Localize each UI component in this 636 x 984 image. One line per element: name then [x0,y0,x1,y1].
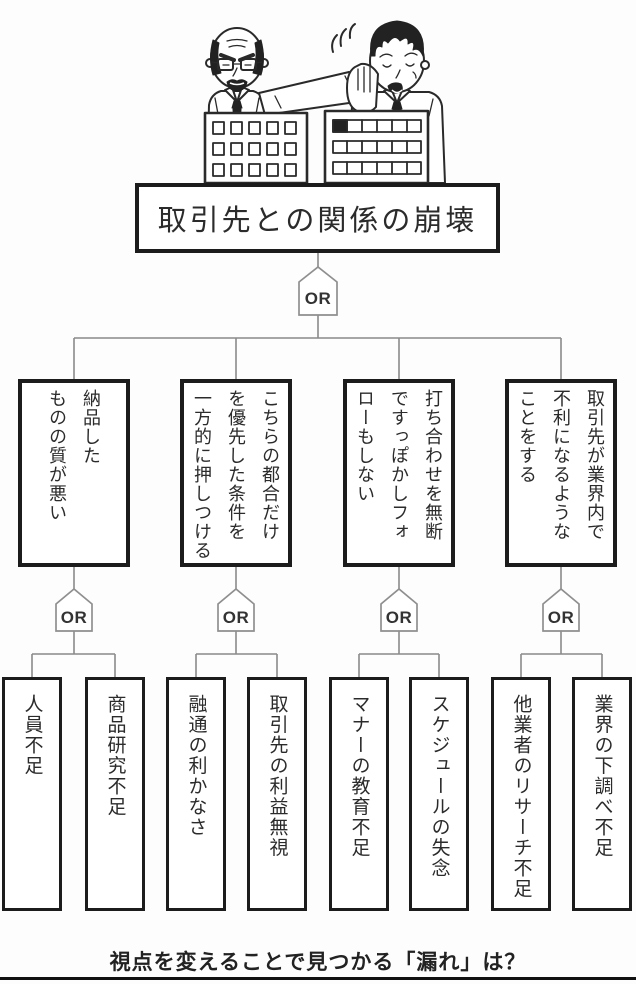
leaf-box-schedule-forgetting: スケジュールの失念 [409,677,469,911]
branch-box-delivered-quality: 納品した ものの質が悪い [18,379,130,567]
leaf-box-competitor-research-shortage: 他業者のリサーチ不足 [491,677,551,911]
leaf-box-industry-research-shortage: 業界の下調べ不足 [572,677,632,911]
branch-box-skipped-meetings: 打ち合わせを無断 ですっぽかしフォ ローもしない [343,379,455,567]
leaf-label: マナーの教育不足 [348,694,370,858]
leaf-box-ignoring-partner-interests: 取引先の利益無視 [247,677,307,911]
or-gate-label: OR [305,289,332,308]
branch-box-one-sided-terms: こちらの都合だけ を優先した条件を 一方的に押しつける [180,379,292,567]
or-gate-branch-2: OR [217,587,255,632]
branch-box-harmful-acts: 取引先が業界内で 不利になるような ことをする [505,379,617,567]
leaf-label: 人員不足 [21,694,43,776]
leaf-label: 他業者のリサーチ不足 [510,694,532,899]
or-gate-label: OR [386,608,413,627]
or-gate-branch-1: OR [55,587,93,632]
root-event-label: 取引先との関係の崩壊 [157,205,478,237]
root-event-box: 取引先との関係の崩壊 [135,183,500,253]
or-gate-label: OR [61,608,88,627]
leaf-label: 業界の下調べ不足 [591,694,613,858]
or-gate-branch-4: OR [542,587,580,632]
leaf-box-manner-education-shortage: マナーの教育不足 [329,677,389,911]
branch-label: 打ち合わせを無断 ですっぽかしフォ ローもしない [355,389,443,541]
branch-label: 納品した ものの質が悪い [47,389,101,522]
or-gate-branch-3: OR [380,587,418,632]
leaf-box-product-research-shortage: 商品研究不足 [85,677,145,911]
leaf-label: 商品研究不足 [104,694,126,817]
leaf-label: 取引先の利益無視 [266,694,288,858]
bottom-divider [0,977,636,980]
or-gate-label: OR [223,608,250,627]
or-gate-label: OR [548,608,575,627]
branch-label: こちらの都合だけ を優先した条件を 一方的に押しつける [192,389,280,560]
leaf-box-staff-shortage: 人員不足 [2,677,62,911]
leaf-label: 融通の利かなさ [185,694,207,838]
leaf-box-inflexibility: 融通の利かなさ [166,677,226,911]
bottom-caption: 視点を変えることで見つかる「漏れ」は？ [109,951,527,974]
branch-label: 取引先が業界内で 不利になるような ことをする [517,389,605,541]
leaf-label: スケジュールの失念 [428,694,450,879]
slap-illustration-icon [203,20,446,183]
or-gate-root: OR [298,265,338,316]
